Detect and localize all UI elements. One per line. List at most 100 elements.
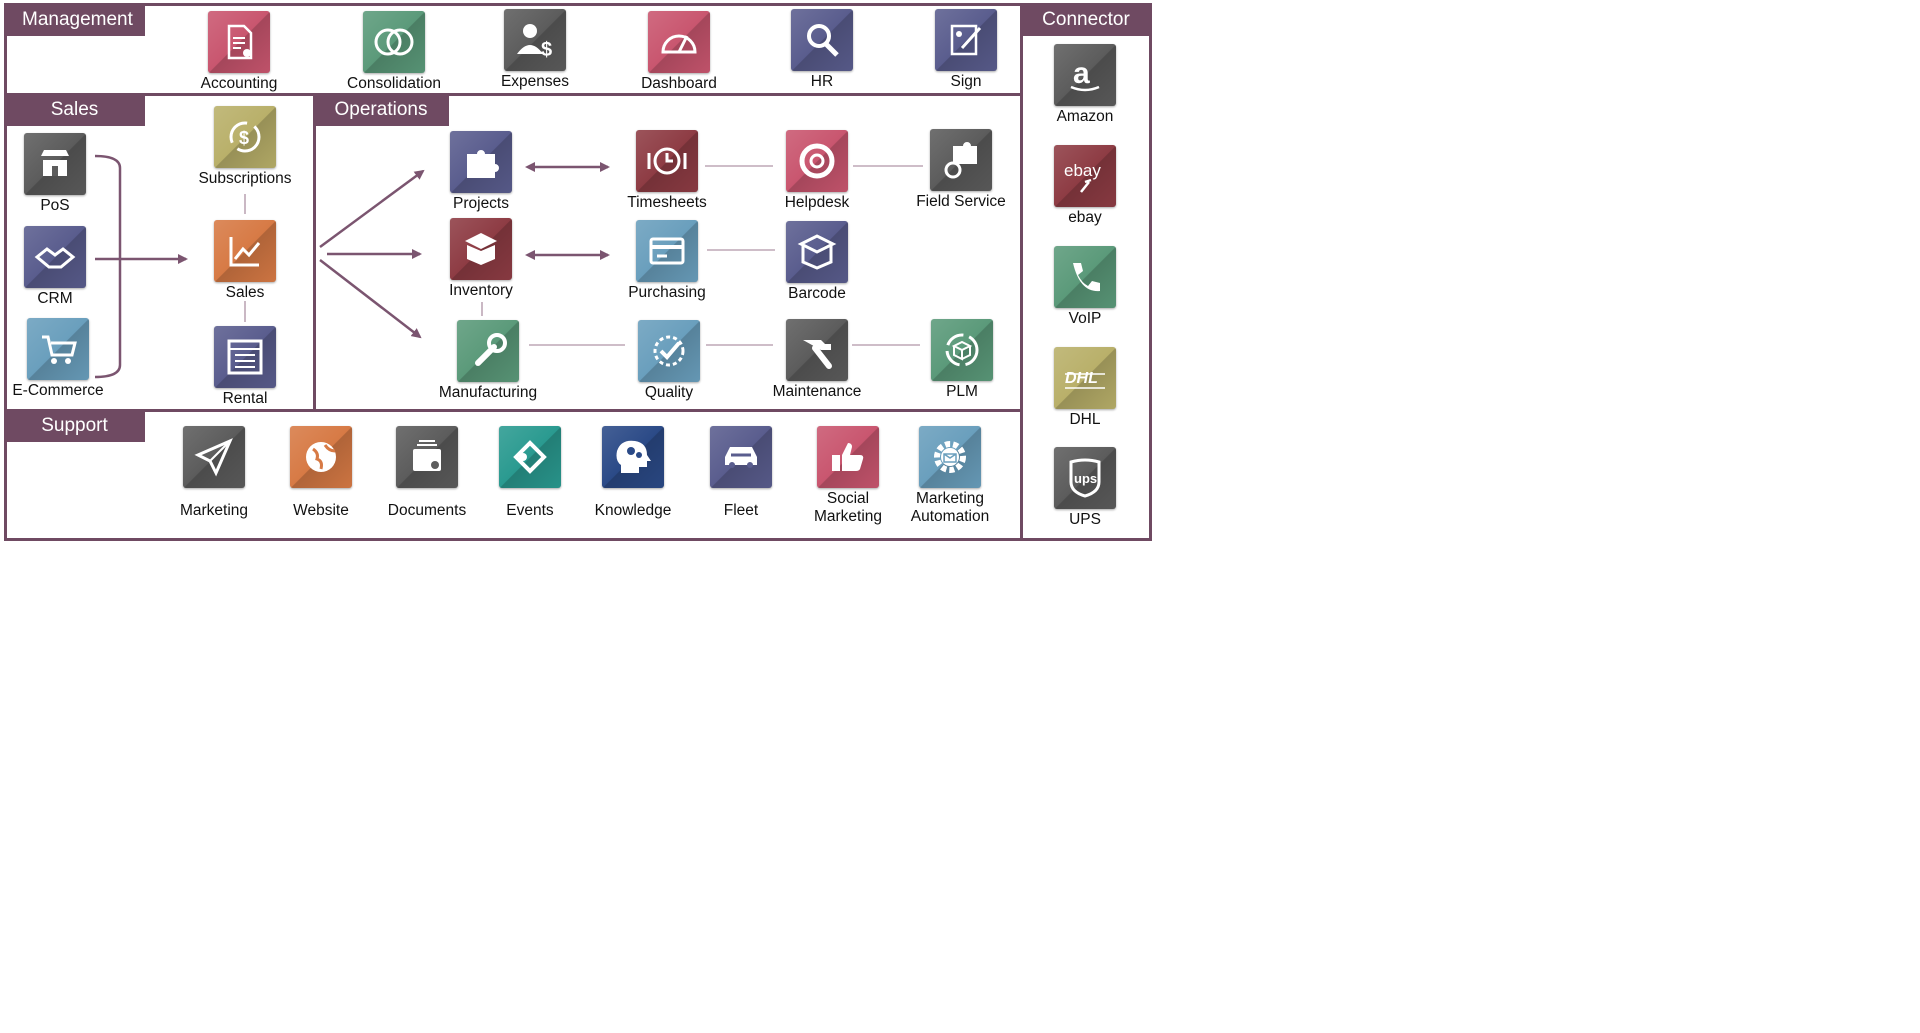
app-label: Subscriptions — [198, 170, 292, 187]
app-events[interactable]: Events — [460, 426, 600, 520]
marketing-icon — [183, 426, 245, 488]
manufacturing-icon — [457, 320, 519, 382]
operations-tab: Operations — [313, 93, 449, 126]
app-label: Accounting — [200, 75, 278, 92]
ups-icon: ups — [1054, 447, 1116, 509]
app-label: HR — [810, 73, 834, 90]
app-dashboard[interactable]: Dashboard — [609, 11, 749, 93]
events-icon — [499, 426, 561, 488]
app-field-service[interactable]: Field Service — [891, 129, 1031, 211]
app-purchasing[interactable]: Purchasing — [597, 220, 737, 302]
svg-text:ebay: ebay — [1064, 161, 1101, 180]
app-label: UPS — [1069, 511, 1101, 528]
support-tab: Support — [4, 409, 145, 442]
sign-icon — [935, 9, 997, 71]
ecommerce-icon — [27, 318, 89, 380]
app-ups[interactable]: ups UPS — [1015, 447, 1155, 529]
svg-text:DHL: DHL — [1065, 370, 1098, 387]
dhl-icon: DHL — [1054, 347, 1116, 409]
app-voip[interactable]: VoIP — [1015, 246, 1155, 328]
app-label: Fleet — [723, 502, 759, 519]
app-timesheets[interactable]: Timesheets — [597, 130, 737, 212]
expenses-icon: $ — [504, 9, 566, 71]
app-label: Helpdesk — [784, 194, 850, 211]
app-dhl[interactable]: DHL DHL — [1015, 347, 1155, 429]
app-label: VoIP — [1068, 310, 1102, 327]
app-sign[interactable]: Sign — [896, 9, 1036, 91]
sales-icon — [214, 220, 276, 282]
inventory-icon — [450, 218, 512, 280]
app-website[interactable]: Website — [251, 426, 391, 520]
app-maintenance[interactable]: Maintenance — [747, 319, 887, 401]
app-label: Documents — [387, 502, 467, 519]
app-rental[interactable]: Rental — [175, 326, 315, 408]
app-label: ebay — [1068, 209, 1102, 226]
app-consolidation[interactable]: Consolidation — [324, 11, 464, 93]
app-label: Knowledge — [594, 502, 672, 519]
quality-icon — [638, 320, 700, 382]
knowledge-icon — [602, 426, 664, 488]
app-label: Expenses — [500, 73, 570, 90]
subscriptions-icon: $ — [214, 106, 276, 168]
barcode-icon — [786, 221, 848, 283]
purchasing-icon — [636, 220, 698, 282]
svg-text:$: $ — [541, 39, 552, 61]
app-label: PoS — [40, 197, 70, 214]
app-inventory[interactable]: Inventory — [411, 218, 551, 300]
svg-text:a: a — [1073, 57, 1090, 90]
app-ecommerce[interactable]: E-Commerce — [0, 318, 128, 400]
app-knowledge[interactable]: Knowledge — [563, 426, 703, 520]
app-crm[interactable]: CRM — [0, 226, 125, 308]
app-hr[interactable]: HR — [752, 9, 892, 91]
app-subscriptions[interactable]: $ Subscriptions — [175, 106, 315, 188]
app-sales[interactable]: Sales — [175, 220, 315, 302]
dashboard-icon — [648, 11, 710, 73]
app-label: Maintenance — [772, 383, 862, 400]
app-helpdesk[interactable]: Helpdesk — [747, 130, 887, 212]
app-documents[interactable]: Documents — [357, 426, 497, 520]
app-label: Projects — [453, 195, 509, 212]
app-label: Marketing Automation — [910, 490, 990, 525]
app-quality[interactable]: Quality — [599, 320, 739, 402]
sales-tab: Sales — [4, 93, 145, 126]
app-label: Rental — [222, 390, 268, 407]
app-barcode[interactable]: Barcode — [747, 221, 887, 303]
app-projects[interactable]: Projects — [411, 131, 551, 213]
rental-icon — [214, 326, 276, 388]
app-label: Amazon — [1056, 108, 1114, 125]
app-accounting[interactable]: Accounting — [169, 11, 309, 93]
app-label: Events — [506, 502, 554, 519]
app-fleet[interactable]: Fleet — [671, 426, 811, 520]
projects-icon — [450, 131, 512, 193]
connector-tab: Connector — [1020, 3, 1152, 36]
app-marketing-automation[interactable]: Marketing Automation — [880, 426, 1020, 526]
app-label: Field Service — [916, 193, 1006, 210]
app-label: Inventory — [449, 282, 513, 299]
app-marketing[interactable]: Marketing — [144, 426, 284, 520]
app-amazon[interactable]: a Amazon — [1015, 44, 1155, 126]
app-expenses[interactable]: $ Expenses — [465, 9, 605, 91]
app-label: Website — [293, 502, 349, 519]
app-pos[interactable]: PoS — [0, 133, 125, 215]
social-marketing-icon — [817, 426, 879, 488]
crm-icon — [24, 226, 86, 288]
hr-icon — [791, 9, 853, 71]
amazon-icon: a — [1054, 44, 1116, 106]
app-ebay[interactable]: ebay ebay — [1015, 145, 1155, 227]
app-label: Marketing — [179, 502, 249, 519]
app-label: CRM — [37, 290, 73, 307]
marketing-automation-icon — [919, 426, 981, 488]
fleet-icon — [710, 426, 772, 488]
app-manufacturing[interactable]: Manufacturing — [418, 320, 558, 402]
accounting-icon — [208, 11, 270, 73]
management-tab: Management — [4, 3, 145, 36]
app-plm[interactable]: PLM — [892, 319, 1032, 401]
plm-icon — [931, 319, 993, 381]
app-social-marketing[interactable]: Social Marketing — [778, 426, 918, 526]
app-label: Sales — [225, 284, 265, 301]
app-label: Social Marketing — [813, 490, 883, 525]
field-service-icon — [930, 129, 992, 191]
app-label: Sign — [950, 73, 982, 90]
app-label: Barcode — [788, 285, 846, 302]
